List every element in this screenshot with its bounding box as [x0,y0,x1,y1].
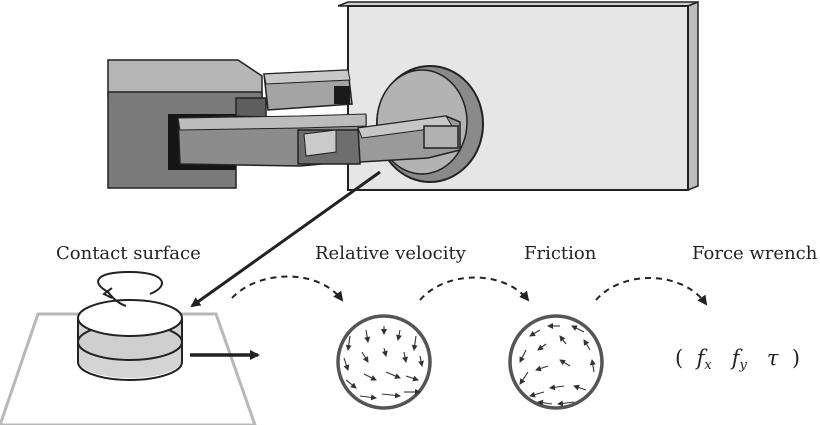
relative-velocity-disc [336,314,432,410]
dashed-arrow-friction-to-wrench [595,277,708,306]
dashed-arrow-velocity-to-friction [419,276,530,302]
wrench-tau: τ [766,346,779,370]
contact-surface-illustration [0,270,260,425]
label-contact-surface: Contact surface [56,243,201,264]
dashed-arrow-surface-to-velocity [231,275,344,302]
contact-pointer-arrow [190,170,381,308]
wrench-open-paren: ( [675,346,684,370]
friction-field-arrows [519,323,596,407]
rotation-arrow-icon [97,270,163,307]
wrench-close-paren: ) [791,346,801,370]
gripper-upper-finger [263,69,353,111]
contact-cylinder [77,299,183,381]
wrench-fy: fy [731,346,747,373]
label-force-wrench: Force wrench [692,243,818,264]
robot-gripper-illustration [107,0,699,192]
label-friction: Friction [524,243,597,264]
velocity-field-arrows [343,326,424,401]
wrench-vector: ( fx fy τ ) [675,346,800,373]
wrench-fx: fx [696,346,712,373]
gripper-lower-finger [177,113,367,167]
friction-disc [508,314,604,410]
gripper-fingertip [357,115,461,163]
label-relative-velocity: Relative velocity [315,243,466,264]
